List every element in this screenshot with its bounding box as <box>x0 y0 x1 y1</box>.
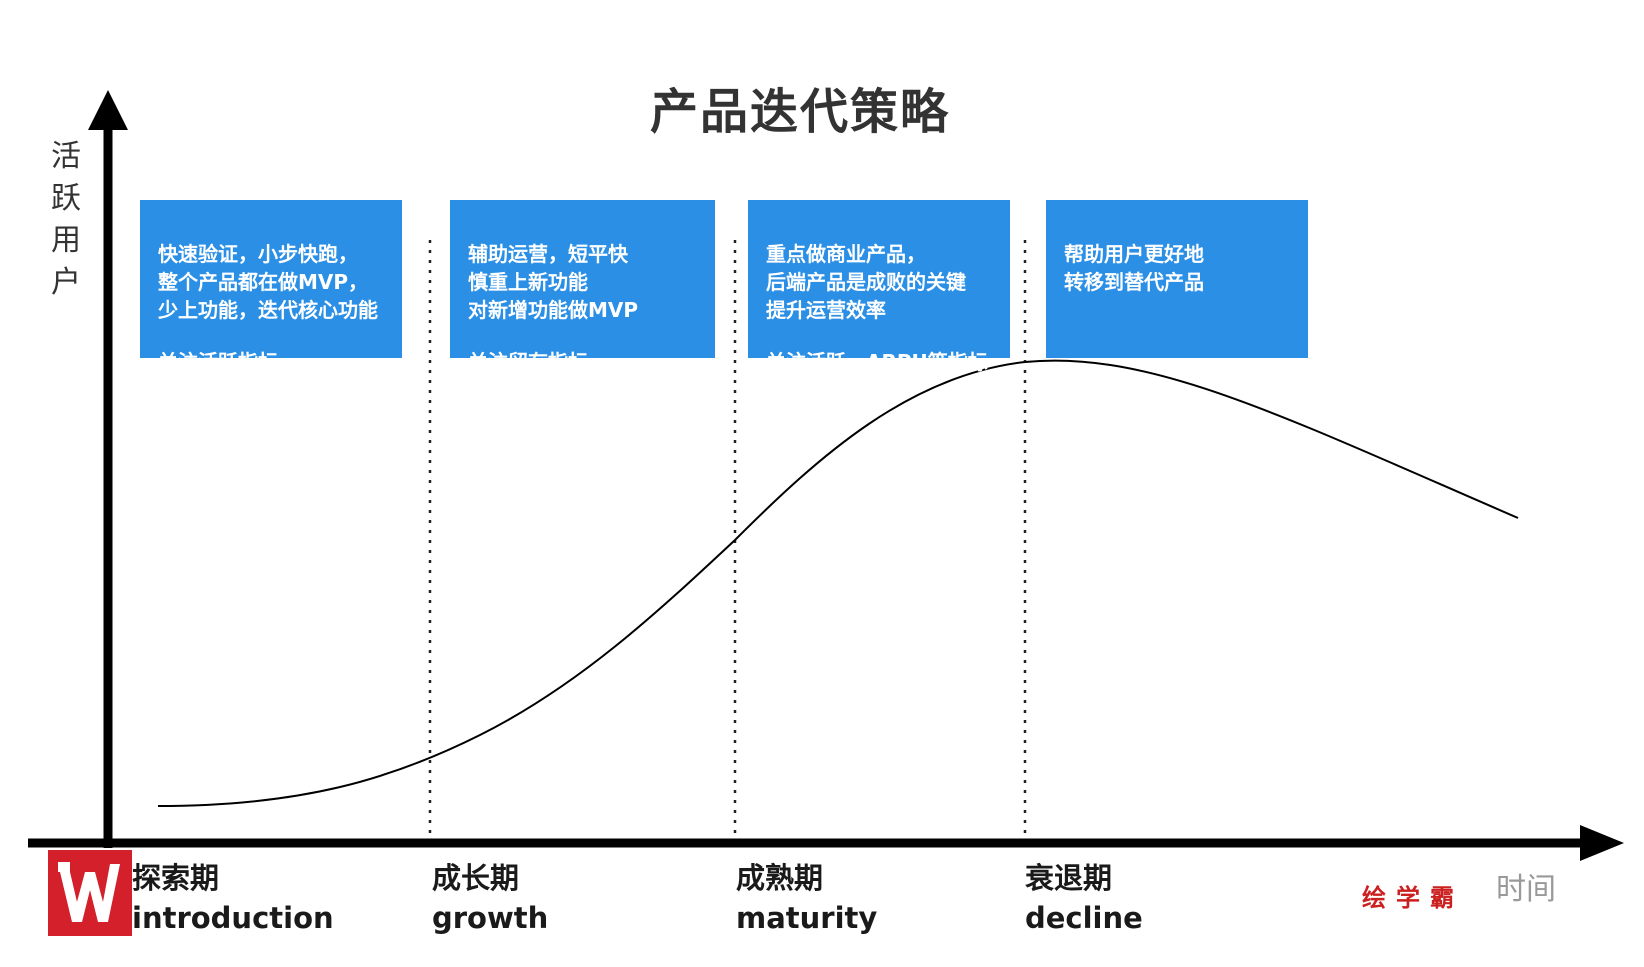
strategy-text: 辅助运营，短平快 慎重上新功能 对新增功能做MVP <box>468 242 639 322</box>
brand-watermark: 绘学霸 <box>1362 884 1464 912</box>
focus-metric: 关注活跃指标 <box>158 350 278 374</box>
phase-name-zh: 成长期 <box>432 861 520 895</box>
y-axis-arrow <box>88 90 128 130</box>
page-title: 产品迭代策略 <box>649 84 950 140</box>
phase-label-decline: 衰退期 decline <box>1025 858 1143 938</box>
phase-name-zh: 探索期 <box>132 861 220 895</box>
y-axis-label: 活跃用户 <box>51 139 81 300</box>
phase-name-zh: 成熟期 <box>736 861 824 895</box>
phase-name-en: decline <box>1025 901 1143 935</box>
focus-metric: 关注活跃、ARPU等指标 <box>766 350 988 374</box>
strategy-box-growth: 辅助运营，短平快 慎重上新功能 对新增功能做MVP 关注留存指标 <box>450 200 715 374</box>
focus-metric: 关注留存指标 <box>468 350 588 374</box>
strategy-box-decline: 帮助用户更好地 转移到替代产品 <box>1046 200 1308 358</box>
x-axis-label: 时间 <box>1496 872 1556 907</box>
phase-name-en: maturity <box>736 901 878 935</box>
phase-name-en: growth <box>432 901 549 935</box>
watermark-logo <box>48 850 132 936</box>
x-axis-arrow <box>1580 825 1624 861</box>
strategy-text: 帮助用户更好地 转移到替代产品 <box>1064 242 1204 294</box>
phase-label-growth: 成长期 growth <box>432 858 548 938</box>
phase-name-zh: 衰退期 <box>1025 861 1113 895</box>
logo-w-icon <box>58 862 120 922</box>
strategy-box-introduction: 快速验证，小步快跑， 整个产品都在做MVP， 少上功能，迭代核心功能 关注活跃指… <box>140 200 402 374</box>
phase-label-introduction: 探索期 introduction <box>132 858 334 938</box>
strategy-text: 重点做商业产品， 后端产品是成败的关键 提升运营效率 <box>766 242 966 322</box>
lifecycle-curve <box>157 359 1519 807</box>
strategy-box-maturity: 重点做商业产品， 后端产品是成败的关键 提升运营效率 关注活跃、ARPU等指标 <box>748 200 1010 374</box>
phase-name-en: introduction <box>132 901 334 935</box>
strategy-text: 快速验证，小步快跑， 整个产品都在做MVP， 少上功能，迭代核心功能 <box>158 242 378 322</box>
phase-label-maturity: 成熟期 maturity <box>736 858 877 938</box>
